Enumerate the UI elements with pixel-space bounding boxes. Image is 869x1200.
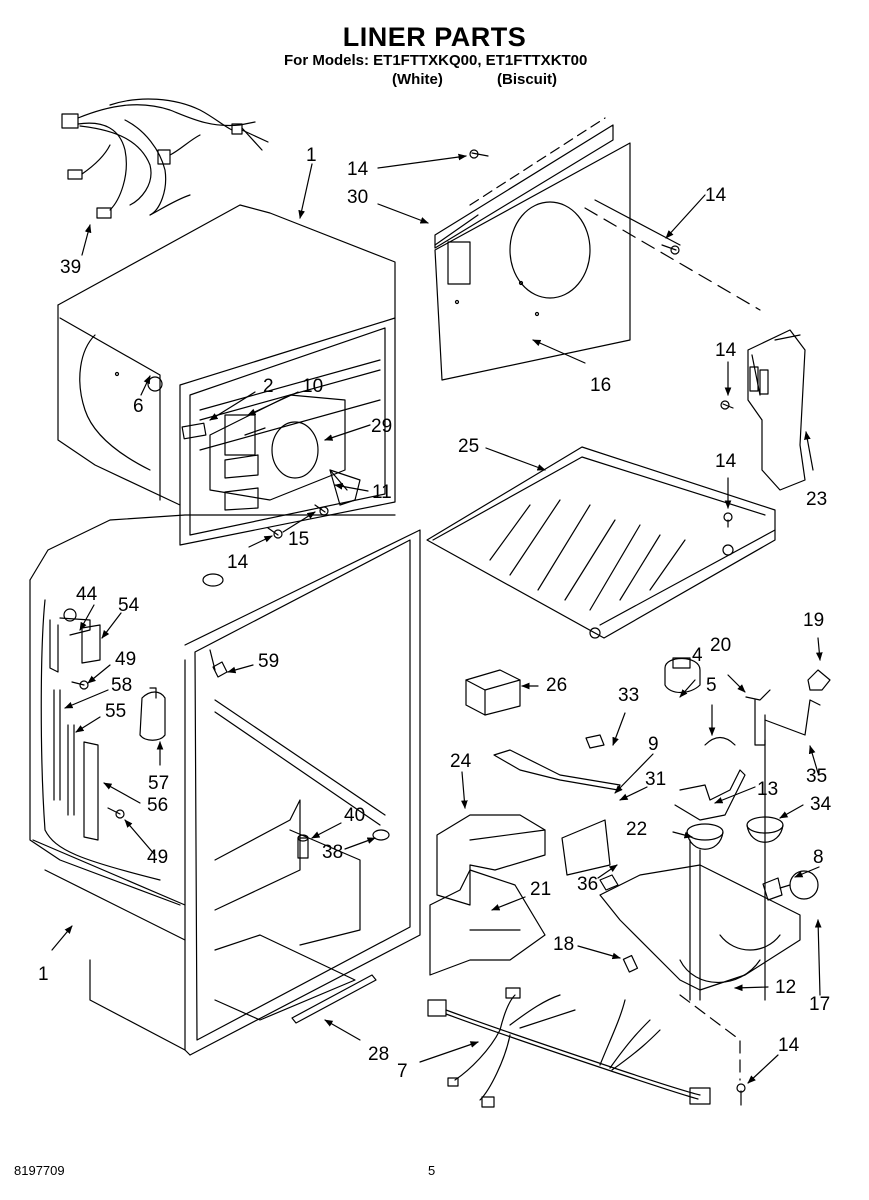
callout-49[interactable]: 49 (147, 847, 169, 868)
callout-18[interactable]: 18 (553, 934, 575, 955)
callout-12[interactable]: 12 (775, 977, 797, 998)
wire-harness-39 (61, 98, 269, 219)
callout-55[interactable]: 55 (105, 701, 127, 722)
callout-59[interactable]: 59 (258, 651, 280, 672)
callout-30[interactable]: 30 (347, 187, 369, 208)
callout-8[interactable]: 8 (813, 847, 824, 868)
callout-35[interactable]: 35 (806, 766, 828, 787)
callout-14[interactable]: 14 (778, 1035, 800, 1056)
callout-26[interactable]: 26 (546, 675, 568, 696)
callout-34[interactable]: 34 (810, 794, 832, 815)
callout-25[interactable]: 25 (458, 436, 480, 457)
callout-33[interactable]: 33 (618, 685, 640, 706)
document-number: 8197709 (14, 1163, 65, 1178)
fresh-food-liner (29, 514, 421, 1056)
callout-38[interactable]: 38 (322, 842, 344, 863)
callout-7[interactable]: 7 (397, 1061, 408, 1082)
callout-57[interactable]: 57 (148, 773, 170, 794)
callout-58[interactable]: 58 (111, 675, 133, 696)
callout-39[interactable]: 39 (60, 257, 82, 278)
callout-9[interactable]: 9 (648, 734, 659, 755)
callout-29[interactable]: 29 (371, 416, 393, 437)
callout-14[interactable]: 14 (715, 340, 737, 361)
callout-10[interactable]: 10 (302, 376, 324, 397)
callout-14[interactable]: 14 (347, 159, 369, 180)
callout-24[interactable]: 24 (450, 751, 472, 772)
callout-36[interactable]: 36 (577, 874, 599, 895)
callout-1-fresh-food-liner[interactable]: 1 (38, 964, 49, 985)
variant-biscuit: (Biscuit) (497, 71, 557, 88)
callout-31[interactable]: 31 (645, 769, 667, 790)
air-duct-23 (747, 329, 806, 491)
callout-49[interactable]: 49 (115, 649, 137, 670)
dispenser-parts (429, 669, 639, 976)
callout-19[interactable]: 19 (803, 610, 825, 631)
callout-14[interactable]: 14 (715, 451, 737, 472)
callout-15[interactable]: 15 (288, 529, 310, 550)
evaporator-fan-assembly (181, 394, 361, 539)
callout-6[interactable]: 6 (133, 396, 144, 417)
screw-icons (469, 149, 746, 1106)
callout-44[interactable]: 44 (76, 584, 98, 605)
callout-11[interactable]: 11 (372, 482, 392, 503)
callout-40[interactable]: 40 (344, 805, 366, 826)
freezer-liner (57, 204, 396, 546)
callout-28[interactable]: 28 (368, 1044, 390, 1065)
callout-22[interactable]: 22 (626, 819, 648, 840)
evaporator-cover-16 (434, 117, 761, 381)
leader-arrows (51, 153, 823, 1084)
freezer-floor-25 (426, 446, 776, 639)
callout-17[interactable]: 17 (809, 994, 831, 1015)
models-label: For Models: ET1FTTXKQ00, ET1FTTXKT00 (284, 52, 588, 69)
callout-16[interactable]: 16 (590, 375, 612, 396)
fresh-food-small-parts (212, 661, 390, 1024)
wire-harness-7 (427, 987, 711, 1108)
callout-20[interactable]: 20 (710, 635, 732, 656)
callout-13[interactable]: 13 (757, 779, 779, 800)
variant-white: (White) (392, 71, 443, 88)
callout-1-freezer-liner[interactable]: 1 (306, 145, 317, 166)
page-number: 5 (428, 1163, 436, 1178)
callout-4[interactable]: 4 (692, 645, 703, 666)
callout-2[interactable]: 2 (263, 376, 274, 397)
callout-23[interactable]: 23 (806, 489, 828, 510)
water-valve-parts (49, 608, 166, 841)
callout-21[interactable]: 21 (530, 879, 552, 900)
page-title: LINER PARTS (342, 22, 527, 52)
dispenser-housing-parts (599, 657, 831, 1081)
callout-56[interactable]: 56 (147, 795, 169, 816)
callout-14[interactable]: 14 (705, 185, 727, 206)
callout-54[interactable]: 54 (118, 595, 140, 616)
callout-14[interactable]: 14 (227, 552, 249, 573)
callout-5[interactable]: 5 (706, 675, 717, 696)
